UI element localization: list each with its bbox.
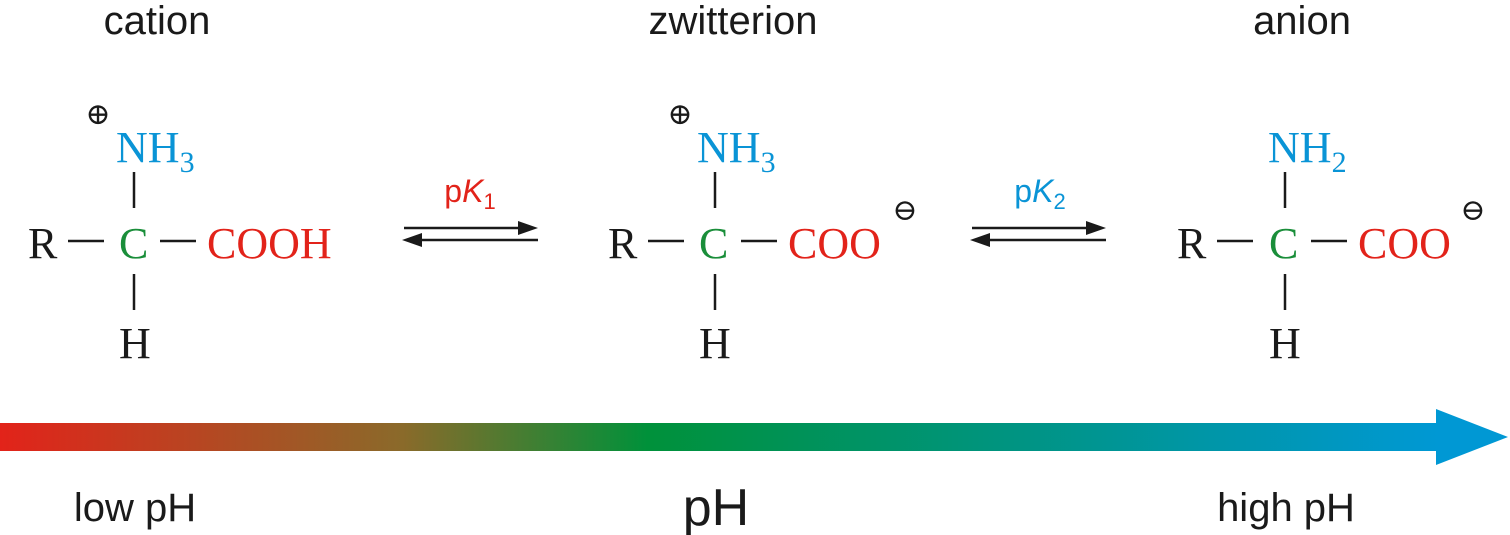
reverse-arrowhead-icon	[402, 233, 422, 247]
pk2-label: pK2	[1014, 173, 1065, 214]
high-ph-label: high pH	[1217, 486, 1355, 530]
positive-charge-icon: ⊕	[85, 98, 110, 131]
low-ph-label: low pH	[74, 486, 196, 530]
negative-charge-icon: ⊖	[1460, 194, 1485, 227]
forward-arrowhead-icon	[518, 221, 538, 235]
carboxyl-group: COO	[788, 219, 881, 268]
ph-scale: low pH pH high pH	[0, 409, 1508, 535]
ph-gradient-bar	[0, 423, 1438, 451]
equilibrium-pk2: pK2	[970, 173, 1106, 247]
r-group: R	[1177, 219, 1207, 268]
forward-arrowhead-icon	[1086, 221, 1106, 235]
carboxyl-group: COO	[1358, 219, 1451, 268]
species-name: cation	[104, 0, 211, 43]
reverse-arrowhead-icon	[970, 233, 990, 247]
carboxyl-group: COOH	[207, 219, 332, 268]
species-anion: anion NH2 R C COO ⊖ H	[1177, 0, 1486, 368]
amino-group: NH3	[697, 123, 776, 179]
equilibrium-pk1: pK1	[402, 173, 538, 247]
hydrogen: H	[1269, 319, 1301, 368]
species-name: zwitterion	[649, 0, 818, 43]
amino-group: NH2	[1268, 123, 1347, 179]
ph-arrowhead-icon	[1436, 409, 1508, 465]
amino-group: NH3	[116, 123, 195, 179]
alpha-carbon: C	[1269, 219, 1298, 268]
r-group: R	[28, 219, 58, 268]
species-cation: cation ⊕ NH3 R C COOH H	[28, 0, 332, 368]
alpha-carbon: C	[119, 219, 148, 268]
species-zwitterion: zwitterion ⊕ NH3 R C COO ⊖ H	[608, 0, 918, 368]
hydrogen: H	[119, 319, 151, 368]
positive-charge-icon: ⊕	[667, 98, 692, 131]
pk1-label: pK1	[444, 173, 495, 214]
r-group: R	[608, 219, 638, 268]
hydrogen: H	[699, 319, 731, 368]
alpha-carbon: C	[699, 219, 728, 268]
ph-axis-label: pH	[683, 479, 749, 535]
negative-charge-icon: ⊖	[892, 194, 917, 227]
species-name: anion	[1253, 0, 1351, 43]
